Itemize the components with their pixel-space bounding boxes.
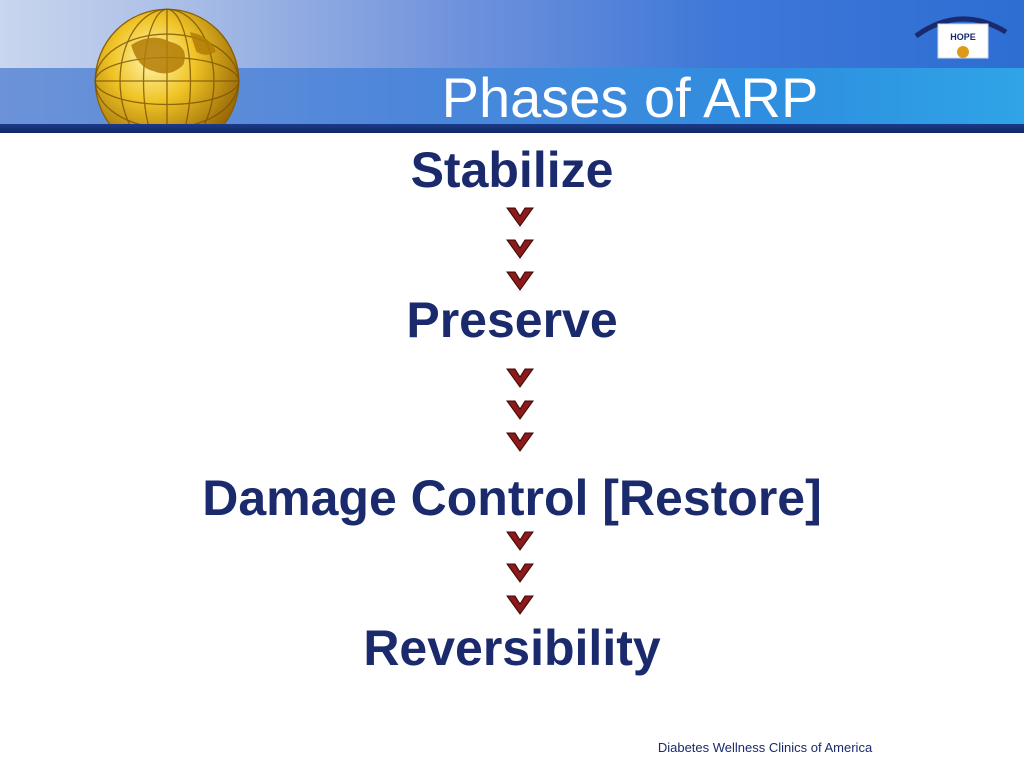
phase-reversibility: Reversibility [363,620,661,676]
footer-text: Diabetes Wellness Clinics of America [657,740,873,755]
globe-graphic [0,0,300,124]
hope-logo: HOPE [914,16,1008,59]
arrow-group-2 [505,366,537,462]
header-divider [0,124,1024,133]
chevron-down-icon [506,531,534,551]
arrow-group-3 [505,529,537,625]
chevron-down-icon [506,239,534,259]
phase-stabilize: Stabilize [410,142,614,198]
header-banner: HOPE Phases of ARP [0,0,1024,124]
chevron-down-icon [506,368,534,388]
chevron-down-icon [506,400,534,420]
chevron-down-icon [506,207,534,227]
chevron-down-icon [506,271,534,291]
globe-icon [94,8,240,124]
chevron-down-icon [506,432,534,452]
logo-text: HOPE [950,32,976,42]
chevron-down-icon [506,563,534,583]
phase-preserve: Preserve [406,292,618,348]
arrow-group-1 [505,205,537,301]
phase-damage-control: Damage Control [Restore] [202,470,822,526]
chevron-down-icon [506,595,534,615]
slide-title: Phases of ARP [441,66,819,124]
